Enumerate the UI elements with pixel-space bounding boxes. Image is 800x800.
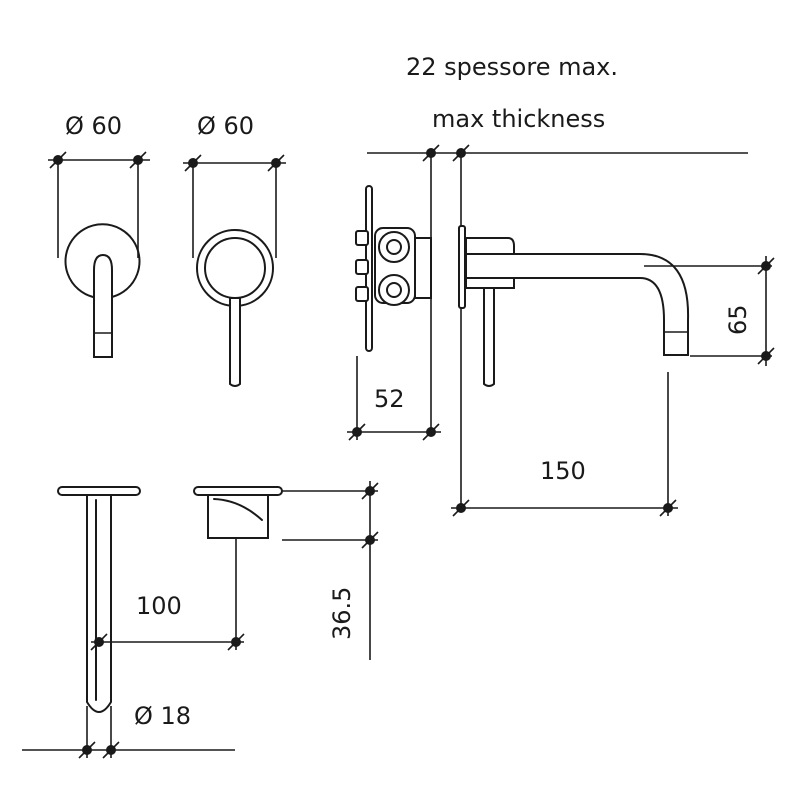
dim-label-150: 150 (540, 457, 586, 485)
spout-top-view: 100 36.5 Ø 18 (22, 481, 379, 759)
dim-tick (452, 499, 470, 517)
handle-plate (193, 486, 283, 496)
dim-label-100: 100 (136, 592, 182, 620)
valve-port-top (378, 231, 410, 263)
spout-plate (57, 486, 141, 496)
dim-tick (78, 741, 96, 759)
rosette-outline (196, 229, 274, 307)
lever-outline (229, 297, 241, 387)
dim-label-dia-18: Ø 18 (134, 702, 191, 730)
dim-label-dia-60: Ø 60 (65, 112, 122, 140)
thickness-label-en: max thickness (432, 105, 605, 133)
dim-tick (361, 531, 379, 549)
handle-view-b: Ø 60 (183, 112, 286, 387)
dim-label-65: 65 (724, 304, 752, 335)
dim-tick (227, 633, 245, 651)
dim-tick (659, 499, 677, 517)
dim-tick (757, 347, 775, 365)
valve-nut (355, 286, 369, 302)
lever-outline (93, 253, 113, 358)
handle-view-a: Ø 60 (48, 112, 150, 358)
dim-tick (102, 741, 120, 759)
rosette-outline (64, 223, 141, 298)
spout-pipe (465, 253, 690, 356)
dim-tick (184, 154, 202, 172)
handle-body-plan (207, 494, 269, 539)
dim-tick (90, 633, 108, 651)
dim-tick (422, 144, 440, 162)
dim-label-52: 52 (374, 385, 405, 413)
dim-tick (452, 144, 470, 162)
thickness-label-it: 22 spessore max. (406, 53, 618, 81)
spout-side-view: 52 65 150 (347, 144, 775, 517)
valve-port-top-inner (386, 239, 402, 255)
valve-nut (355, 230, 369, 246)
rosette-inner (204, 237, 266, 299)
spout-pipe-plan (86, 494, 112, 713)
dim-tick (129, 151, 147, 169)
dim-label-36-5: 36.5 (328, 587, 356, 640)
valve-nut (355, 259, 369, 275)
valve-connector (414, 237, 432, 299)
dim-tick (757, 257, 775, 275)
dim-tick (422, 423, 440, 441)
dim-label-dia-60: Ø 60 (197, 112, 254, 140)
dim-tick (267, 154, 285, 172)
dim-tick (348, 423, 366, 441)
valve-port-bottom-inner (386, 282, 402, 298)
handle-body-curve (213, 498, 263, 521)
valve-port-bottom (378, 274, 410, 306)
dim-tick (361, 482, 379, 500)
lever-outline (483, 287, 495, 387)
rosette-plate (458, 225, 466, 309)
dim-tick (49, 151, 67, 169)
